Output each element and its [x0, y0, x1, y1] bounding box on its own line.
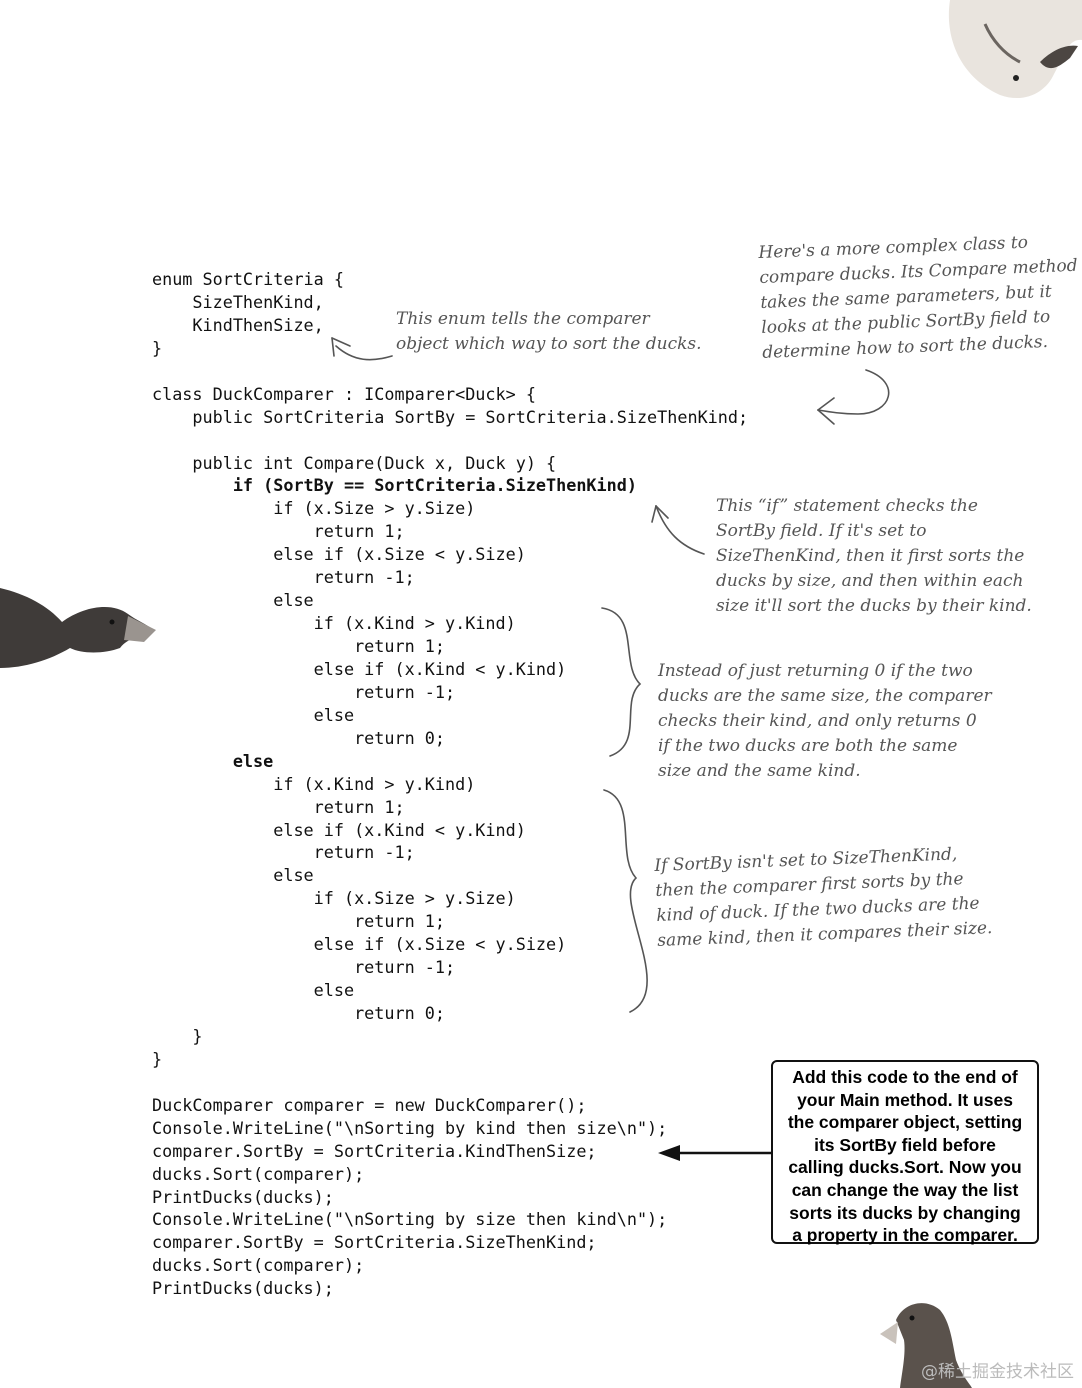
code-line: else [152, 980, 355, 1001]
annotation-line: object which way to sort the ducks. [396, 334, 702, 354]
annotation-line: SortBy field. If it's set to [716, 521, 927, 541]
enum-note: This enum tells the comparer object which… [396, 307, 702, 357]
code-line: Console.WriteLine("\nSorting by size the… [152, 1209, 668, 1230]
code-line: } [152, 1025, 203, 1046]
annotation-line: checks their kind, and only returns 0 [658, 711, 977, 731]
code-line: PrintDucks(ducks); [152, 1278, 334, 1299]
annotation-line: This “if” statement checks the [716, 496, 978, 516]
code-line: enum SortCriteria { [152, 269, 344, 289]
instead-of-zero-note: Instead of just returning 0 if the two du… [658, 659, 992, 784]
callout-line: Add this code to the end of [792, 1067, 1018, 1087]
code-line: return 1; [152, 521, 405, 542]
code-line: } [152, 337, 163, 358]
annotation-line: size it'll sort the ducks by their kind. [716, 596, 1032, 616]
code-line: else if (x.Size < y.Size) [152, 934, 567, 955]
code-line: DuckComparer comparer = new DuckComparer… [152, 1094, 587, 1115]
code-line: else if (x.Size < y.Size) [152, 544, 526, 565]
code-line: else if (x.Kind < y.Kind) [152, 658, 567, 679]
callout-line: calling ducks.Sort. Now you [788, 1157, 1022, 1178]
code-line: return -1; [152, 567, 415, 588]
annotation-line: SizeThenKind, then it first sorts the [716, 546, 1025, 566]
code-line: PrintDucks(ducks); [152, 1186, 334, 1207]
code-line: return 1; [152, 911, 445, 932]
annotation-line: Instead of just returning 0 if the two [658, 661, 973, 681]
callout-line: sorts its ducks by changing [789, 1202, 1021, 1223]
callout-line: the comparer object, setting [787, 1112, 1023, 1133]
code-line: comparer.SortBy = SortCriteria.SizeThenK… [152, 1232, 597, 1253]
code-line: else [152, 590, 314, 611]
kind-then-size-note: If SortBy isn't set to SizeThenKind,then… [654, 841, 993, 954]
code-line: comparer.SortBy = SortCriteria.KindThenS… [152, 1140, 597, 1161]
code-line: return -1; [152, 842, 415, 863]
duck-top-right-image [948, 0, 1082, 99]
callout-arrow [658, 1145, 771, 1161]
code-line [152, 429, 748, 452]
code-line: return -1; [152, 681, 456, 702]
callout-line: a property in the comparer. [792, 1225, 1018, 1246]
code-line: return 0; [152, 727, 445, 748]
code-line: return 0; [152, 1003, 445, 1023]
annotation-line: ducks are the same size, the comparer [658, 686, 992, 706]
duck-left-image [0, 588, 156, 668]
code-listing: enum SortCriteria { SizeThenKind, KindTh… [152, 268, 748, 1300]
code-line: if (SortBy == SortCriteria.SizeThenKind) [152, 475, 637, 496]
watermark: @稀土掘金技术社区 [921, 1362, 1074, 1382]
code-line: ducks.Sort(comparer); [152, 1255, 365, 1276]
code-line: else if (x.Kind < y.Kind) [152, 819, 526, 840]
code-line: if (x.Size > y.Size) [152, 888, 516, 909]
code-line: class DuckComparer : IComparer<Duck> { [152, 383, 536, 404]
code-line [152, 360, 748, 383]
code-line: public SortCriteria SortBy = SortCriteri… [152, 406, 749, 427]
callout-line: can change the way the list [791, 1179, 1019, 1200]
complex-class-arrow [817, 369, 890, 425]
inner-size-brace [601, 607, 642, 757]
code-line: return 1; [152, 636, 445, 656]
code-line: public int Compare(Duck x, Duck y) { [152, 452, 557, 473]
annotation-line: ducks by size, and then within each [716, 571, 1024, 591]
code-line: return -1; [152, 957, 456, 978]
annotation-line: if the two ducks are both the same [658, 736, 958, 756]
code-line: else [152, 865, 314, 886]
if-statement-arrow [651, 505, 705, 555]
else-block-brace [603, 789, 648, 1013]
annotation-line: This enum tells the comparer [396, 309, 650, 329]
code-line: if (x.Size > y.Size) [152, 498, 476, 519]
code-line: else [152, 704, 355, 725]
callout-line: its SortBy field before [814, 1134, 996, 1155]
callout-line: your Main method. It uses [797, 1089, 1013, 1110]
code-line: } [152, 1048, 163, 1069]
code-line: if (x.Kind > y.Kind) [152, 613, 516, 634]
code-line: KindThenSize, [152, 314, 324, 335]
code-line: Console.WriteLine("\nSorting by kind the… [152, 1117, 668, 1138]
duck-bottom-right-image [880, 1303, 972, 1388]
code-line: if (x.Kind > y.Kind) [152, 773, 476, 794]
enum-note-arrow [331, 337, 393, 361]
code-line: ducks.Sort(comparer); [152, 1163, 365, 1184]
code-line [152, 1071, 748, 1094]
annotation-line: size and the same kind. [658, 761, 861, 781]
code-line: SizeThenKind, [152, 291, 324, 312]
code-line: else [152, 750, 274, 771]
code-line: return 1; [152, 796, 405, 817]
